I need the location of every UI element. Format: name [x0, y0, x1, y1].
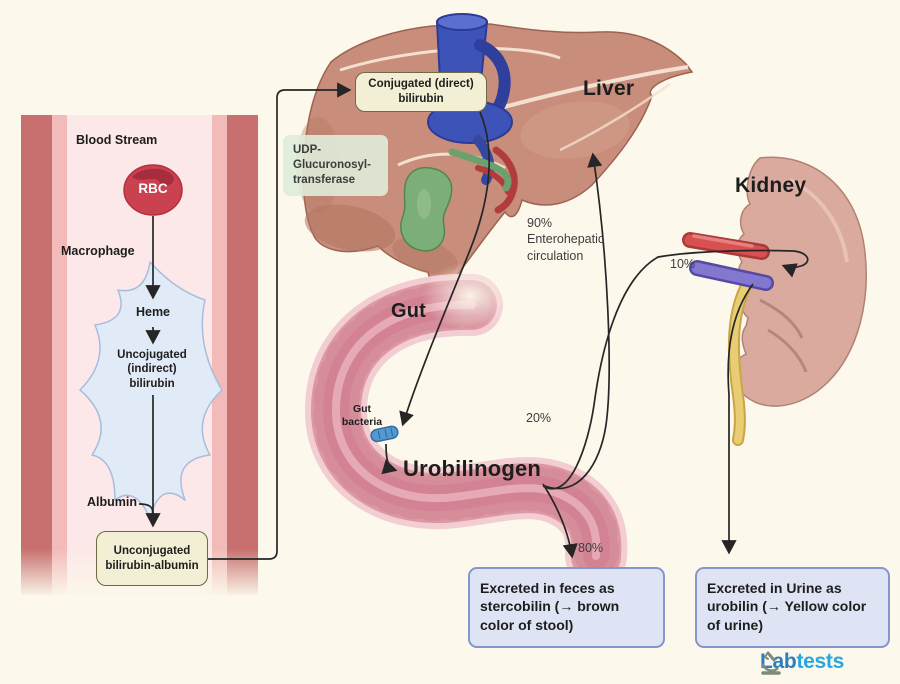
liver-label: Liver — [583, 77, 635, 100]
udp-enzyme-box: UDP- Glucuronosyl- transferase — [283, 135, 388, 196]
urine-outcome-box: Excreted in Urine as urobilin (→ Yellow … — [695, 567, 890, 648]
kidney-illustration — [682, 156, 867, 446]
macrophage-shape — [79, 261, 223, 519]
albumin-label: Albumin — [87, 495, 137, 509]
kidney-percent-label: 10% — [670, 257, 696, 271]
labtests-logo: Labtests — [760, 650, 844, 675]
conjugated-bilirubin-box: Conjugated (direct) bilirubin — [355, 72, 487, 112]
feces-percent-label: 80% — [578, 541, 604, 555]
gut-label: Gut — [391, 300, 427, 322]
heme-label: Heme — [135, 305, 171, 319]
gut-bacteria-icon — [370, 425, 399, 443]
kidney-label: Kidney — [735, 174, 807, 197]
gut-bacteria-label: Gut bacteria — [341, 403, 383, 429]
blood-stream-label: Blood Stream — [76, 133, 158, 147]
rbc-label: RBC — [138, 181, 168, 196]
urobilinogen-label: Urobilinogen — [403, 456, 542, 481]
reabsorbed-percent-label: 20% — [526, 411, 552, 425]
gut-illustration — [305, 262, 628, 587]
microscope-icon — [761, 651, 781, 675]
rbc-cell — [123, 164, 183, 216]
macrophage-label: Macrophage — [61, 244, 135, 258]
enterohepatic-annotation: 90% Enterohepatic circulation — [527, 216, 605, 263]
flow-arrows — [138, 82, 809, 560]
logo-text-tests: tests — [796, 650, 844, 673]
feces-outcome-box: Excreted in feces as stercobilin (→ brow… — [468, 567, 665, 648]
unconjugated-indirect-label: Uncojugated (indirect) bilirubin — [117, 349, 187, 390]
unconjugated-albumin-box: Unconjugated bilirubin-albumin — [96, 531, 208, 586]
